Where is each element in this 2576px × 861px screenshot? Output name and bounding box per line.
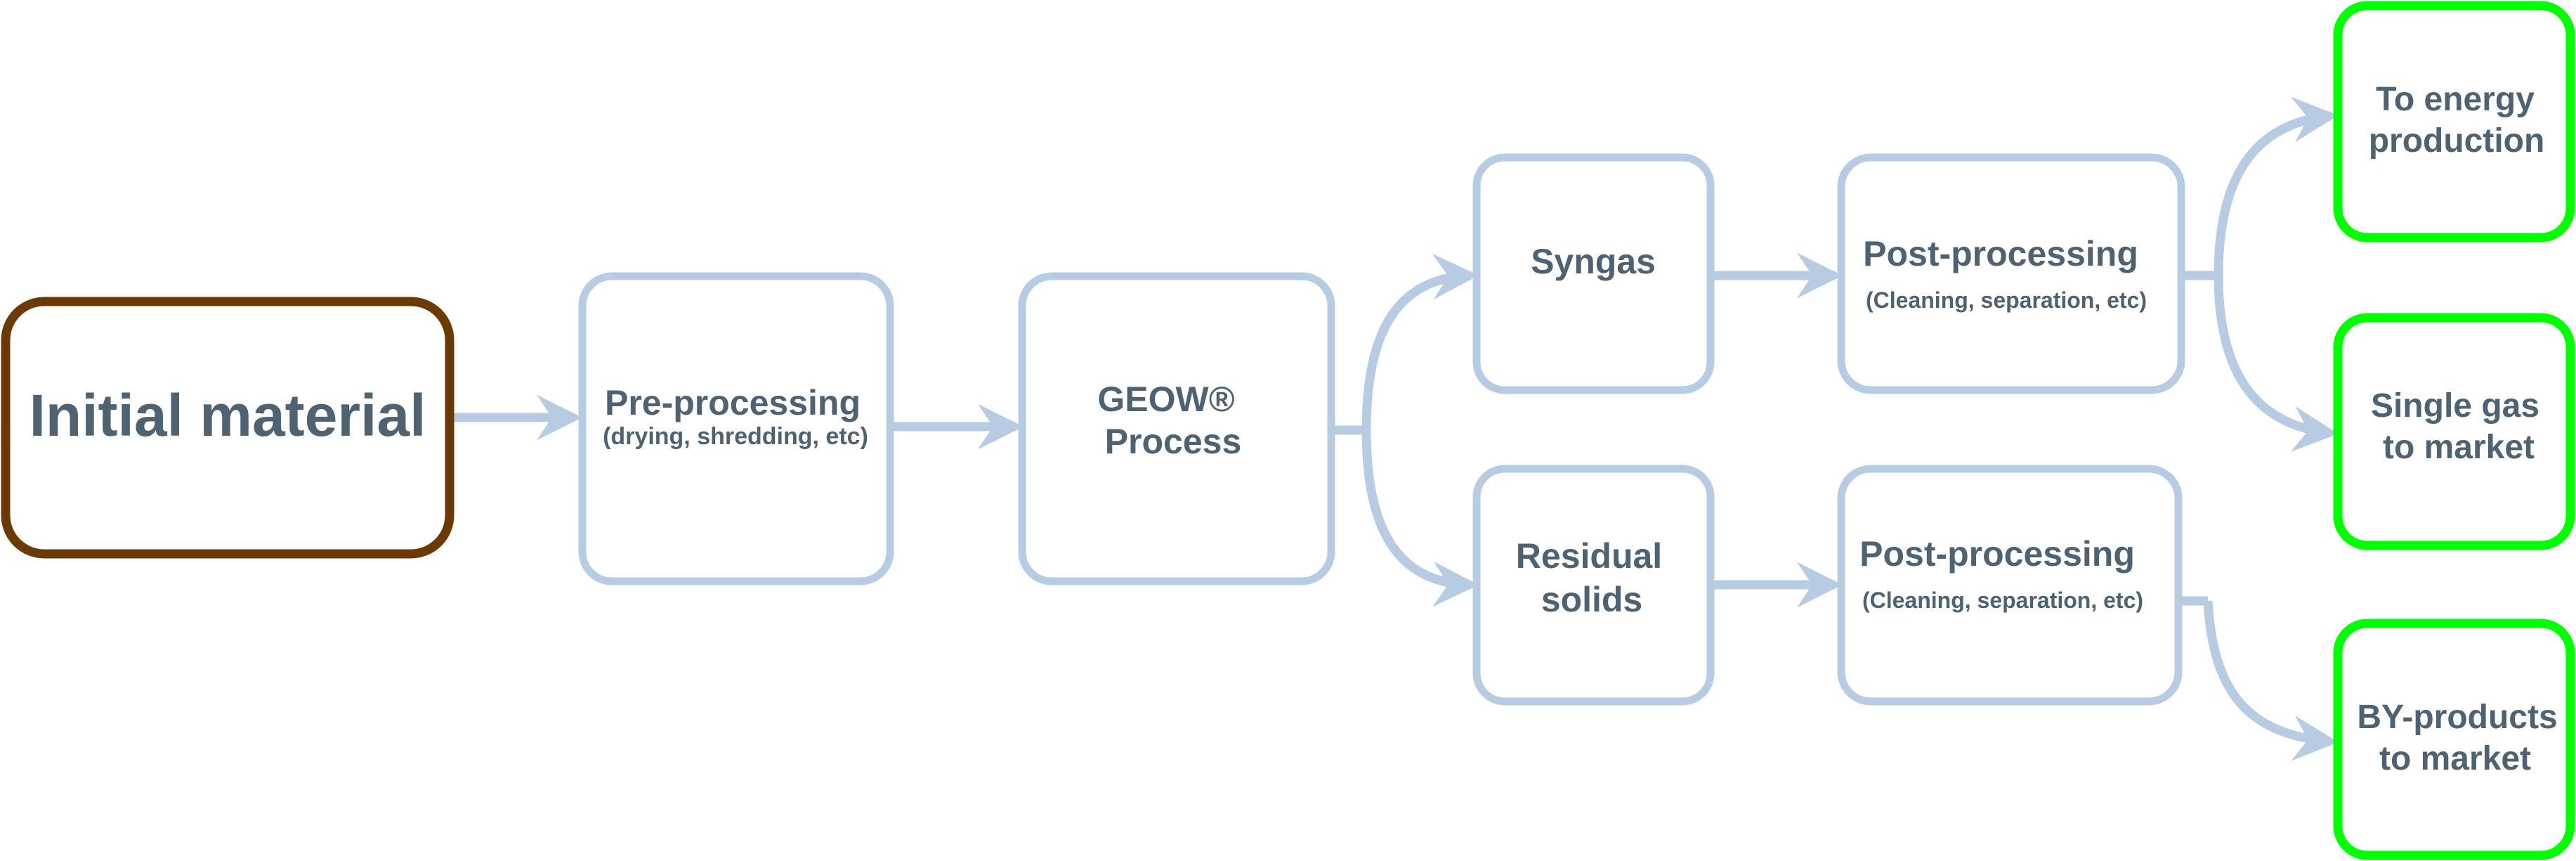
node-title-line-1: GEOW® xyxy=(1097,380,1234,419)
node-syngas: Syngas xyxy=(1472,153,1715,394)
arrow-post-to-single-gas xyxy=(2214,275,2339,452)
node-title: Syngas xyxy=(1531,242,1656,281)
arrow-post-to-energy xyxy=(2214,96,2339,276)
node-title: Initial material xyxy=(30,382,426,448)
node-title: Post-processing xyxy=(1859,534,2135,574)
node-title-line-2: Process xyxy=(1105,422,1242,461)
node-title: Pre-processing xyxy=(605,383,861,422)
node-initial-material: Initial material xyxy=(1,297,455,559)
node-title-line-1: BY-products xyxy=(2357,699,2557,736)
node-post-processing-syngas: Post-processing (Cleaning, separation, e… xyxy=(1837,153,2185,394)
node-subtitle: (Cleaning, separation, etc) xyxy=(1862,588,2143,613)
node-title-line-1: To energy xyxy=(2376,81,2535,118)
node-title-line-2: to market xyxy=(2383,429,2535,466)
node-to-energy-production: To energy production xyxy=(2333,1,2575,242)
node-title-line-2: solids xyxy=(1541,580,1642,619)
arrow-geow-to-syngas xyxy=(1361,254,1479,431)
connectors xyxy=(452,96,2339,761)
arrow-geow-to-residual xyxy=(1361,429,1479,607)
node-title-line-1: Single gas xyxy=(2371,387,2539,425)
node-subtitle: (Cleaning, separation, etc) xyxy=(1866,287,2147,313)
arrow-post-to-byproducts xyxy=(2203,600,2339,761)
node-title-line-1: Residual xyxy=(1516,536,1662,576)
node-subtitle: (drying, shredding, etc) xyxy=(603,423,868,450)
node-single-gas-to-market: Single gas to market xyxy=(2333,313,2575,550)
node-preprocessing: Pre-processing (drying, shredding, etc) xyxy=(578,272,894,585)
node-residual-solids: Residual solids xyxy=(1472,465,1715,706)
node-post-processing-residual: Post-processing (Cleaning, separation, e… xyxy=(1837,465,2183,706)
node-title-line-2: production xyxy=(2369,122,2545,160)
node-title: Post-processing xyxy=(1863,234,2138,273)
node-title-line-2: to market xyxy=(2379,740,2531,777)
node-geow-process: GEOW® Process xyxy=(1018,272,1335,585)
node-byproducts-to-market: BY-products to market xyxy=(2333,619,2575,860)
